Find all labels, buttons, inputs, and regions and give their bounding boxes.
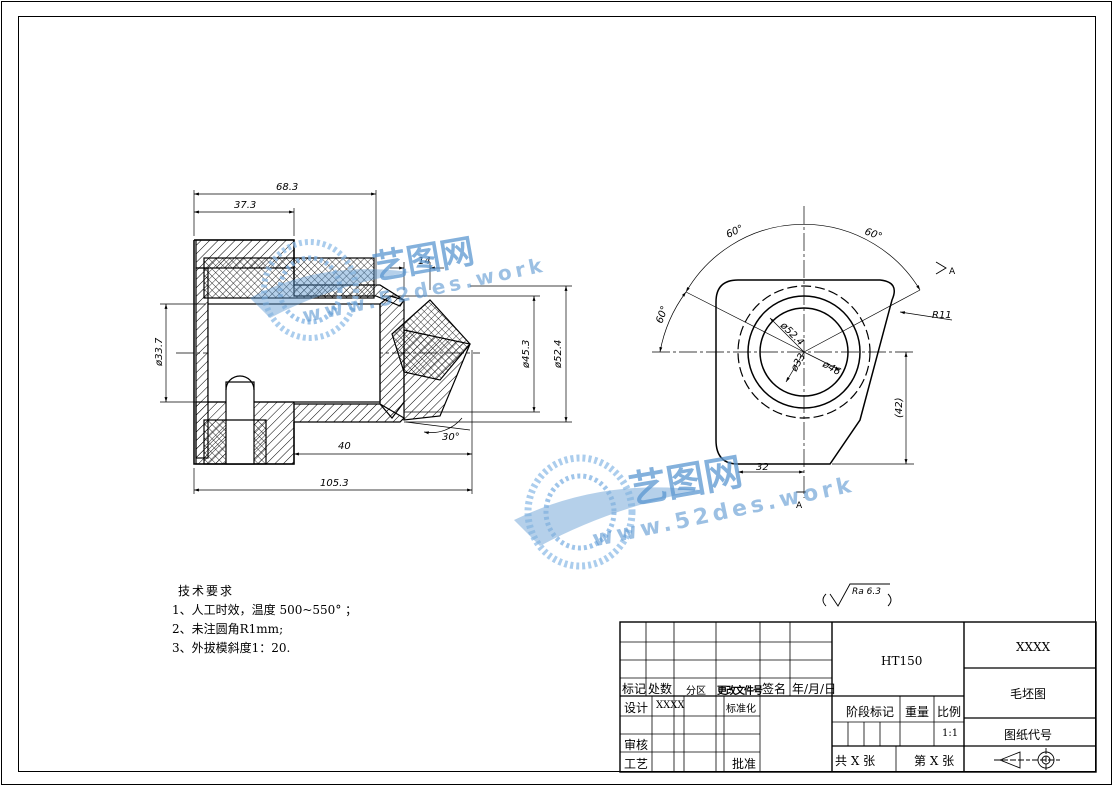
tb-total-sheets: 共 X 张 [835, 754, 876, 768]
company-name: XXXX [1016, 640, 1051, 654]
tb-label-biaozhunhua: 标准化 [726, 704, 756, 715]
dim-32: 32 [756, 462, 769, 473]
watermark-globe-mid [514, 454, 700, 570]
tb-label-weight: 重量 [905, 705, 930, 719]
tb-label-scale: 比例 [937, 705, 962, 719]
dim-r11: R11 [932, 310, 952, 321]
dim-angle-60-right: 60° [863, 226, 883, 242]
drawing-name: 毛坯图 [1010, 687, 1047, 701]
projection-symbol-icon [994, 748, 1060, 772]
dim-30-degree: 30° [442, 432, 460, 443]
tech-req-title: 技术要求 [178, 584, 235, 598]
watermark-globe-top [250, 239, 410, 341]
dim-phi-52-4-end: ø52.4 [777, 320, 806, 349]
dim-68-3: 68.3 [276, 182, 298, 193]
tb-label-fenqu: 分区 [686, 686, 706, 697]
section-drill-top [225, 375, 255, 391]
drawing-frame [18, 16, 1096, 772]
tb-label-biaoji: 标记 [622, 682, 647, 696]
roughness-value: Ra 6.3 [852, 587, 881, 597]
dim-phi-52-4: ø52.4 [553, 340, 564, 369]
end-view-mid-circle [747, 295, 861, 409]
section-mark-a-top: A [949, 267, 956, 277]
tb-sheet-number: 第 X 张 [914, 754, 955, 768]
section-mark-a-bottom: A [796, 501, 803, 511]
drawing-code: 图纸代号 [1004, 728, 1053, 742]
dim-37-3: 37.3 [234, 200, 256, 211]
section-drill-hole [225, 381, 255, 465]
dim-14: 14 [418, 256, 431, 267]
end-view-bore-circle [759, 307, 849, 397]
tech-req-item-1: 1、人工时效，温度 500~550° ； [172, 603, 358, 617]
dim-angle-60-left: 60° [725, 223, 746, 240]
section-dimensions [160, 190, 572, 494]
dim-105-3: 105.3 [320, 478, 349, 489]
tb-label-chushu: 处数 [648, 682, 673, 696]
section-nozzle-body [403, 329, 471, 421]
tb-label-pizhun: 批准 [732, 757, 757, 771]
tb-label-sheji: 设计 [624, 701, 649, 715]
technical-requirements: 技术要求 1、人工时效，温度 500~550° ； 2、未注圆角R1mm; 3、… [172, 582, 357, 658]
dim-angle-60-side: 60° [654, 305, 670, 325]
dim-phi-45-3: ø45.3 [521, 340, 532, 369]
tb-label-gengai: 更改文件号 [717, 686, 763, 697]
tech-req-item-2: 2、未注圆角R1mm; [172, 622, 284, 636]
dim-phi-33-end: ø33 [789, 352, 808, 375]
dim-42-ref: (42) [894, 397, 905, 418]
tech-req-item-3: 3、外拔模斜度1：20. [172, 641, 291, 655]
tb-value-sheji: XXXX [656, 700, 685, 711]
tb-label-shenhe: 审核 [624, 738, 649, 752]
material-label: HT150 [881, 654, 923, 668]
section-outline-top [194, 239, 295, 286]
dim-phi-33-7: ø33.7 [154, 337, 165, 367]
tb-label-stage-mark: 阶段标记 [846, 705, 895, 719]
title-block [619, 621, 1097, 773]
tb-label-gongyi: 工艺 [624, 757, 649, 771]
end-view [652, 206, 953, 498]
roughness-symbol: Ra 6.3 [822, 583, 892, 607]
dim-40: 40 [338, 441, 351, 452]
section-dimension-texts: 68.3 37.3 14 ø33.7 ø45.3 ø52.4 40 30° 10… [154, 182, 564, 489]
tb-value-scale: 1:1 [942, 728, 959, 739]
tb-label-qianming: 签名 [762, 682, 787, 696]
tb-label-date: 年/月/日 [792, 682, 837, 696]
